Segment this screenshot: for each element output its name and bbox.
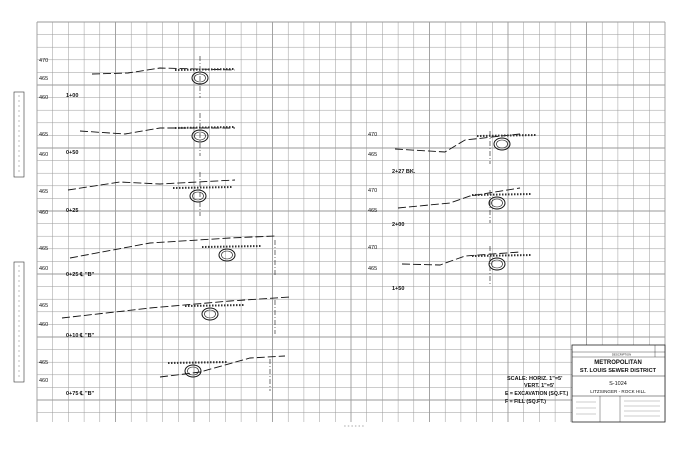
station-label: 1+50 (392, 286, 404, 292)
left-margin-strip (13, 91, 25, 383)
sewer-pipe-section (184, 364, 202, 378)
elevation-label: 460 (39, 378, 48, 384)
scale-note: SCALE: HORIZ. 1"=5' (507, 376, 563, 382)
org-line-1: METROPOLITAN (594, 360, 642, 366)
sewer-pipe-inner (192, 191, 204, 201)
fill-note: F = FILL (SQ.FT.) (505, 399, 546, 405)
elevation-label: 465 (368, 266, 377, 272)
elevation-label: 470 (368, 245, 377, 251)
trench-hatch (167, 361, 229, 364)
trench-hatch (174, 126, 236, 129)
ground-profile-line (67, 179, 236, 191)
elevation-label: 465 (368, 152, 377, 158)
sewer-pipe-section (493, 137, 511, 151)
sewer-pipe-inner (187, 366, 199, 376)
trench-hatch (471, 254, 533, 257)
svg-text:= = = = = =: = = = = = = (344, 425, 364, 428)
station-label: 1+00 (66, 93, 78, 99)
elevation-label: 470 (368, 132, 377, 138)
trench-hatch (476, 134, 538, 137)
title-block: DESCRIPTION METROPOLITAN ST. LOUIS SEWER… (571, 344, 666, 423)
project-name: LITZSINGER - ROCK HILL (590, 389, 646, 394)
elevation-label: 460 (39, 266, 48, 272)
ground-profile-line (397, 187, 521, 209)
ground-profile-line (69, 235, 276, 259)
org-line-2: ST. LOUIS SEWER DISTRICT (580, 368, 657, 374)
ground-profile-line (79, 127, 235, 135)
section-labels: 470 465 460 1+00 465 460 0+50 465 460 0+25 465 460 0… (39, 58, 416, 397)
revision-header: DESCRIPTION (612, 353, 631, 357)
elevation-label: 465 (39, 303, 48, 309)
sewer-pipe-inner (491, 259, 503, 269)
sewer-pipe-inner (491, 198, 503, 208)
elevation-label: 465 (39, 76, 48, 82)
elevation-label: 460 (39, 210, 48, 216)
sewer-pipe-section (189, 189, 207, 203)
sewer-pipe-inner (204, 309, 216, 319)
trench-hatch (201, 245, 263, 248)
elevation-label: 460 (39, 322, 48, 328)
station-label: 2+27 BK. (392, 169, 416, 175)
ground-profile-line (159, 355, 286, 378)
elevation-label: 470 (368, 188, 377, 194)
elevation-label: 465 (368, 208, 377, 214)
elevation-label: 465 (39, 132, 48, 138)
vert-scale-note: VERT. 1"=5' (524, 383, 555, 389)
drawing-grid (36, 21, 666, 422)
trench-hatch (184, 304, 246, 307)
elevation-label: 460 (39, 95, 48, 101)
station-label: 2+00 (392, 222, 404, 228)
station-label: 0+50 (66, 150, 78, 156)
sewer-pipe-section (218, 248, 236, 262)
trench-hatch (174, 68, 236, 71)
scale-notes: SCALE: HORIZ. 1"=5' VERT. 1"=5' E = EXCA… (505, 376, 569, 405)
elevation-label: 470 (39, 58, 48, 64)
cross-section-profiles (61, 56, 538, 391)
station-label: 0+25 ℄ "B" (66, 271, 95, 278)
sewer-pipe-inner (221, 250, 233, 260)
elevation-label: 460 (39, 152, 48, 158)
station-label: 0+75 ℄ "B" (66, 390, 95, 397)
ground-profile-line (401, 251, 521, 266)
elevation-label: 465 (39, 246, 48, 252)
excavation-note: E = EXCAVATION (SQ.FT.) (505, 391, 569, 397)
station-label: 0+10 ℄ "B" (66, 332, 95, 339)
station-label: 0+25 (66, 208, 78, 214)
drawing-number: S-1024 (609, 381, 627, 387)
elevation-label: 465 (39, 360, 48, 366)
sewer-pipe-section (488, 196, 506, 210)
elevation-label: 465 (39, 189, 48, 195)
sewer-pipe-inner (496, 139, 508, 149)
ground-profile-line (91, 67, 236, 75)
ground-profile-line (61, 296, 291, 319)
trench-hatch (172, 186, 234, 189)
sewer-pipe-section (488, 257, 506, 271)
ground-profile-line (394, 133, 521, 153)
sewer-pipe-section (201, 307, 219, 321)
trench-hatch (471, 193, 533, 196)
